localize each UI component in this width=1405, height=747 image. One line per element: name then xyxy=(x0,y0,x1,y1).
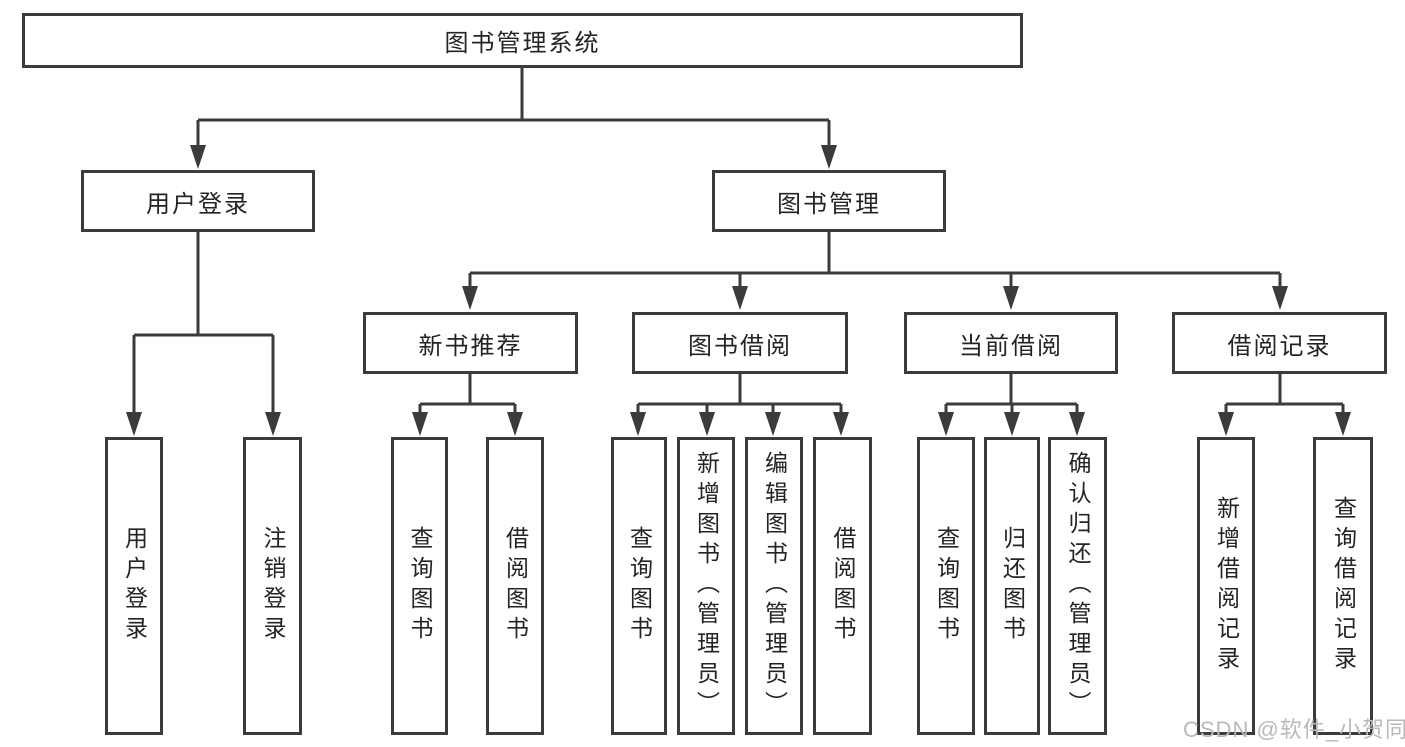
leaf-query-books-recommend: 查询图书 xyxy=(391,437,448,735)
csdn-watermark: CSDN @软件_小贺同学 xyxy=(1183,717,1405,742)
node-book-management: 图书管理 xyxy=(712,170,946,232)
leaf-logout: 注销登录 xyxy=(243,437,302,735)
leaf-query-books-borrow: 查询图书 xyxy=(611,437,667,735)
leaf-add-borrow-record: 新增借阅记录 xyxy=(1197,437,1255,735)
leaf-borrow-books-recommend: 借阅图书 xyxy=(486,437,544,735)
leaf-confirm-return-admin: 确认归还（管理员） xyxy=(1048,437,1107,735)
node-current-borrow: 当前借阅 xyxy=(904,312,1118,374)
leaf-edit-book-admin: 编辑图书（管理员） xyxy=(745,437,803,735)
leaf-query-borrow-record: 查询借阅记录 xyxy=(1313,437,1373,735)
leaf-query-books-current: 查询图书 xyxy=(917,437,975,735)
leaf-user-login: 用户登录 xyxy=(105,437,163,735)
node-borrow-records: 借阅记录 xyxy=(1172,312,1387,374)
arrowheads xyxy=(126,145,1351,436)
leaf-return-book: 归还图书 xyxy=(984,437,1040,735)
node-book-borrow: 图书借阅 xyxy=(632,312,848,374)
leaf-add-book-admin: 新增图书（管理员） xyxy=(677,437,735,735)
node-user-login: 用户登录 xyxy=(81,170,315,232)
leaf-borrow-books: 借阅图书 xyxy=(813,437,872,735)
node-root: 图书管理系统 xyxy=(22,13,1023,68)
node-new-book-recommend: 新书推荐 xyxy=(363,312,578,374)
